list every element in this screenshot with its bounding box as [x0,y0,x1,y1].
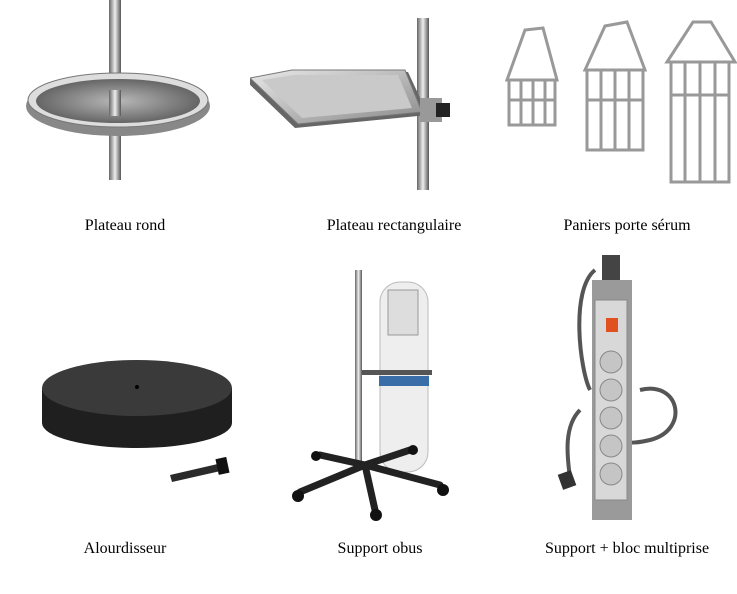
serum-baskets-image [504,20,737,184]
product-label: Plateau rond [84,217,166,234]
cylinder-stand-image [292,270,449,521]
product-paniers-porte-serum: Paniers porte sérum [495,0,737,250]
round-tray-image [26,0,210,180]
product-support-bloc-multiprise: Support + bloc multiprise [510,250,737,594]
product-support-obus: Support obus [280,260,500,594]
product-label: Plateau rectangulaire [326,217,462,234]
weight-base-image [42,360,232,482]
product-label: Support obus [337,540,423,557]
product-label: Paniers porte sérum [563,217,691,234]
product-alourdisseur: Alourdisseur [0,260,250,594]
product-plateau-rectangulaire: Plateau rectangulaire [250,0,510,250]
power-strip-image [557,255,678,520]
product-label: Alourdisseur [83,540,167,557]
product-plateau-rond: Plateau rond [0,0,250,250]
product-label: Support + bloc multiprise [544,540,710,557]
rectangular-tray-image [250,18,450,190]
